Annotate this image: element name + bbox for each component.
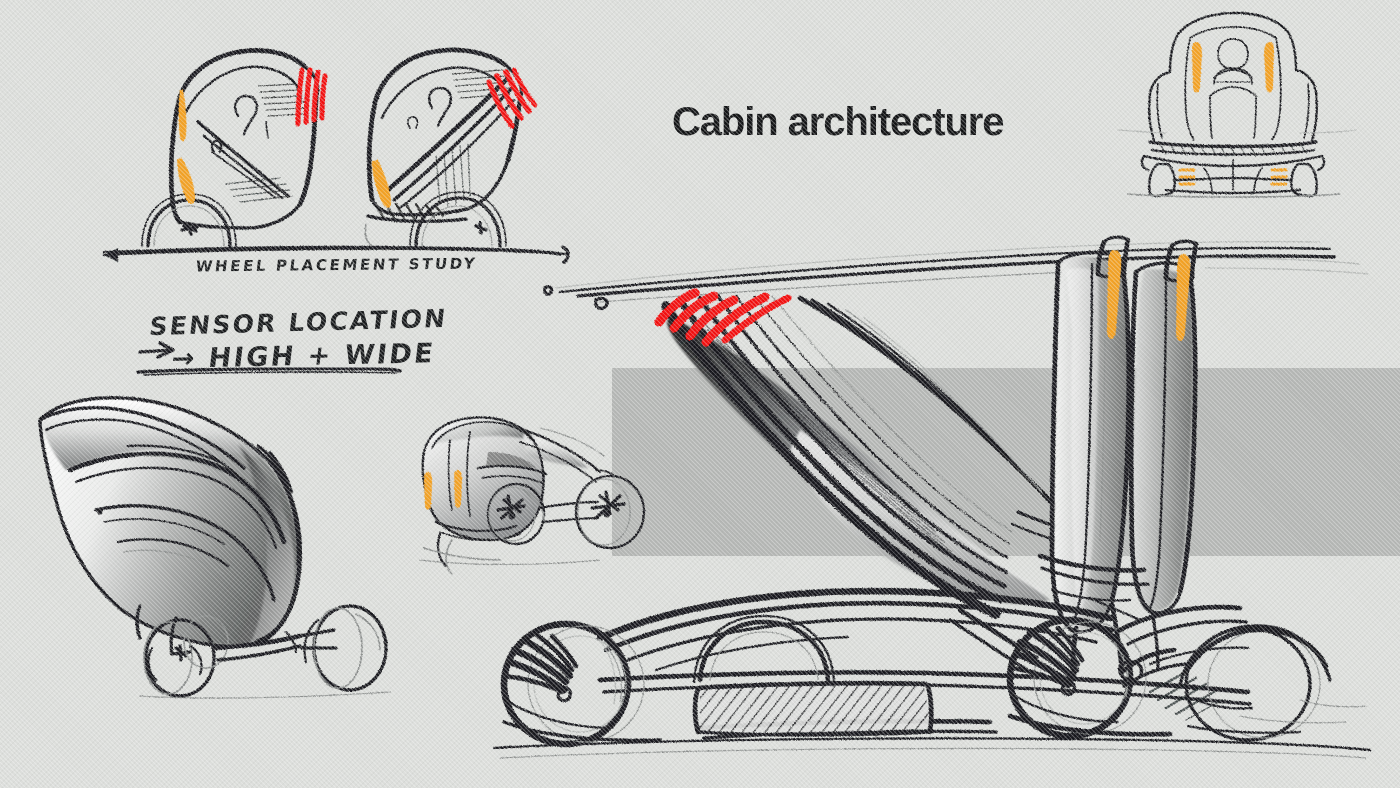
sketch-rear-three-quarter xyxy=(38,396,391,699)
page-title: Cabin architecture xyxy=(672,100,1005,144)
orange-accent-front-elevation xyxy=(1178,42,1288,186)
sketch-three-quarter-small xyxy=(419,416,646,575)
sketch-side-profile-a xyxy=(102,48,374,254)
orange-accent-profile-b xyxy=(372,160,392,208)
orange-accent-main-cabin xyxy=(1107,250,1191,341)
annotation-wheel-placement-study: WHEEL PLACEMENT STUDY xyxy=(194,254,479,276)
orange-accent-profile-a xyxy=(177,90,196,205)
dimension-line-wheel-study xyxy=(102,245,570,264)
chassis-hatch-block xyxy=(692,680,934,737)
arrowhead-right xyxy=(561,245,570,264)
red-stripes-profile-a xyxy=(295,67,328,127)
annotation-sensor-high-wide: → HIGH + WIDE xyxy=(169,338,437,375)
red-stripes-profile-b xyxy=(486,67,538,129)
red-stripes-main-cabin xyxy=(654,288,792,347)
main-front-wheel xyxy=(500,620,662,748)
main-tail-wheel xyxy=(1117,604,1367,742)
sensor-arrow-icon xyxy=(138,341,175,359)
orange-accent-three-quarter-small xyxy=(424,470,462,510)
arrowhead-left xyxy=(104,248,118,262)
sketch-main-cabin xyxy=(492,235,1372,759)
sensor-note-underline xyxy=(136,366,402,376)
sketch-front-elevation xyxy=(1117,11,1357,198)
main-rear-wheel xyxy=(1006,616,1173,740)
